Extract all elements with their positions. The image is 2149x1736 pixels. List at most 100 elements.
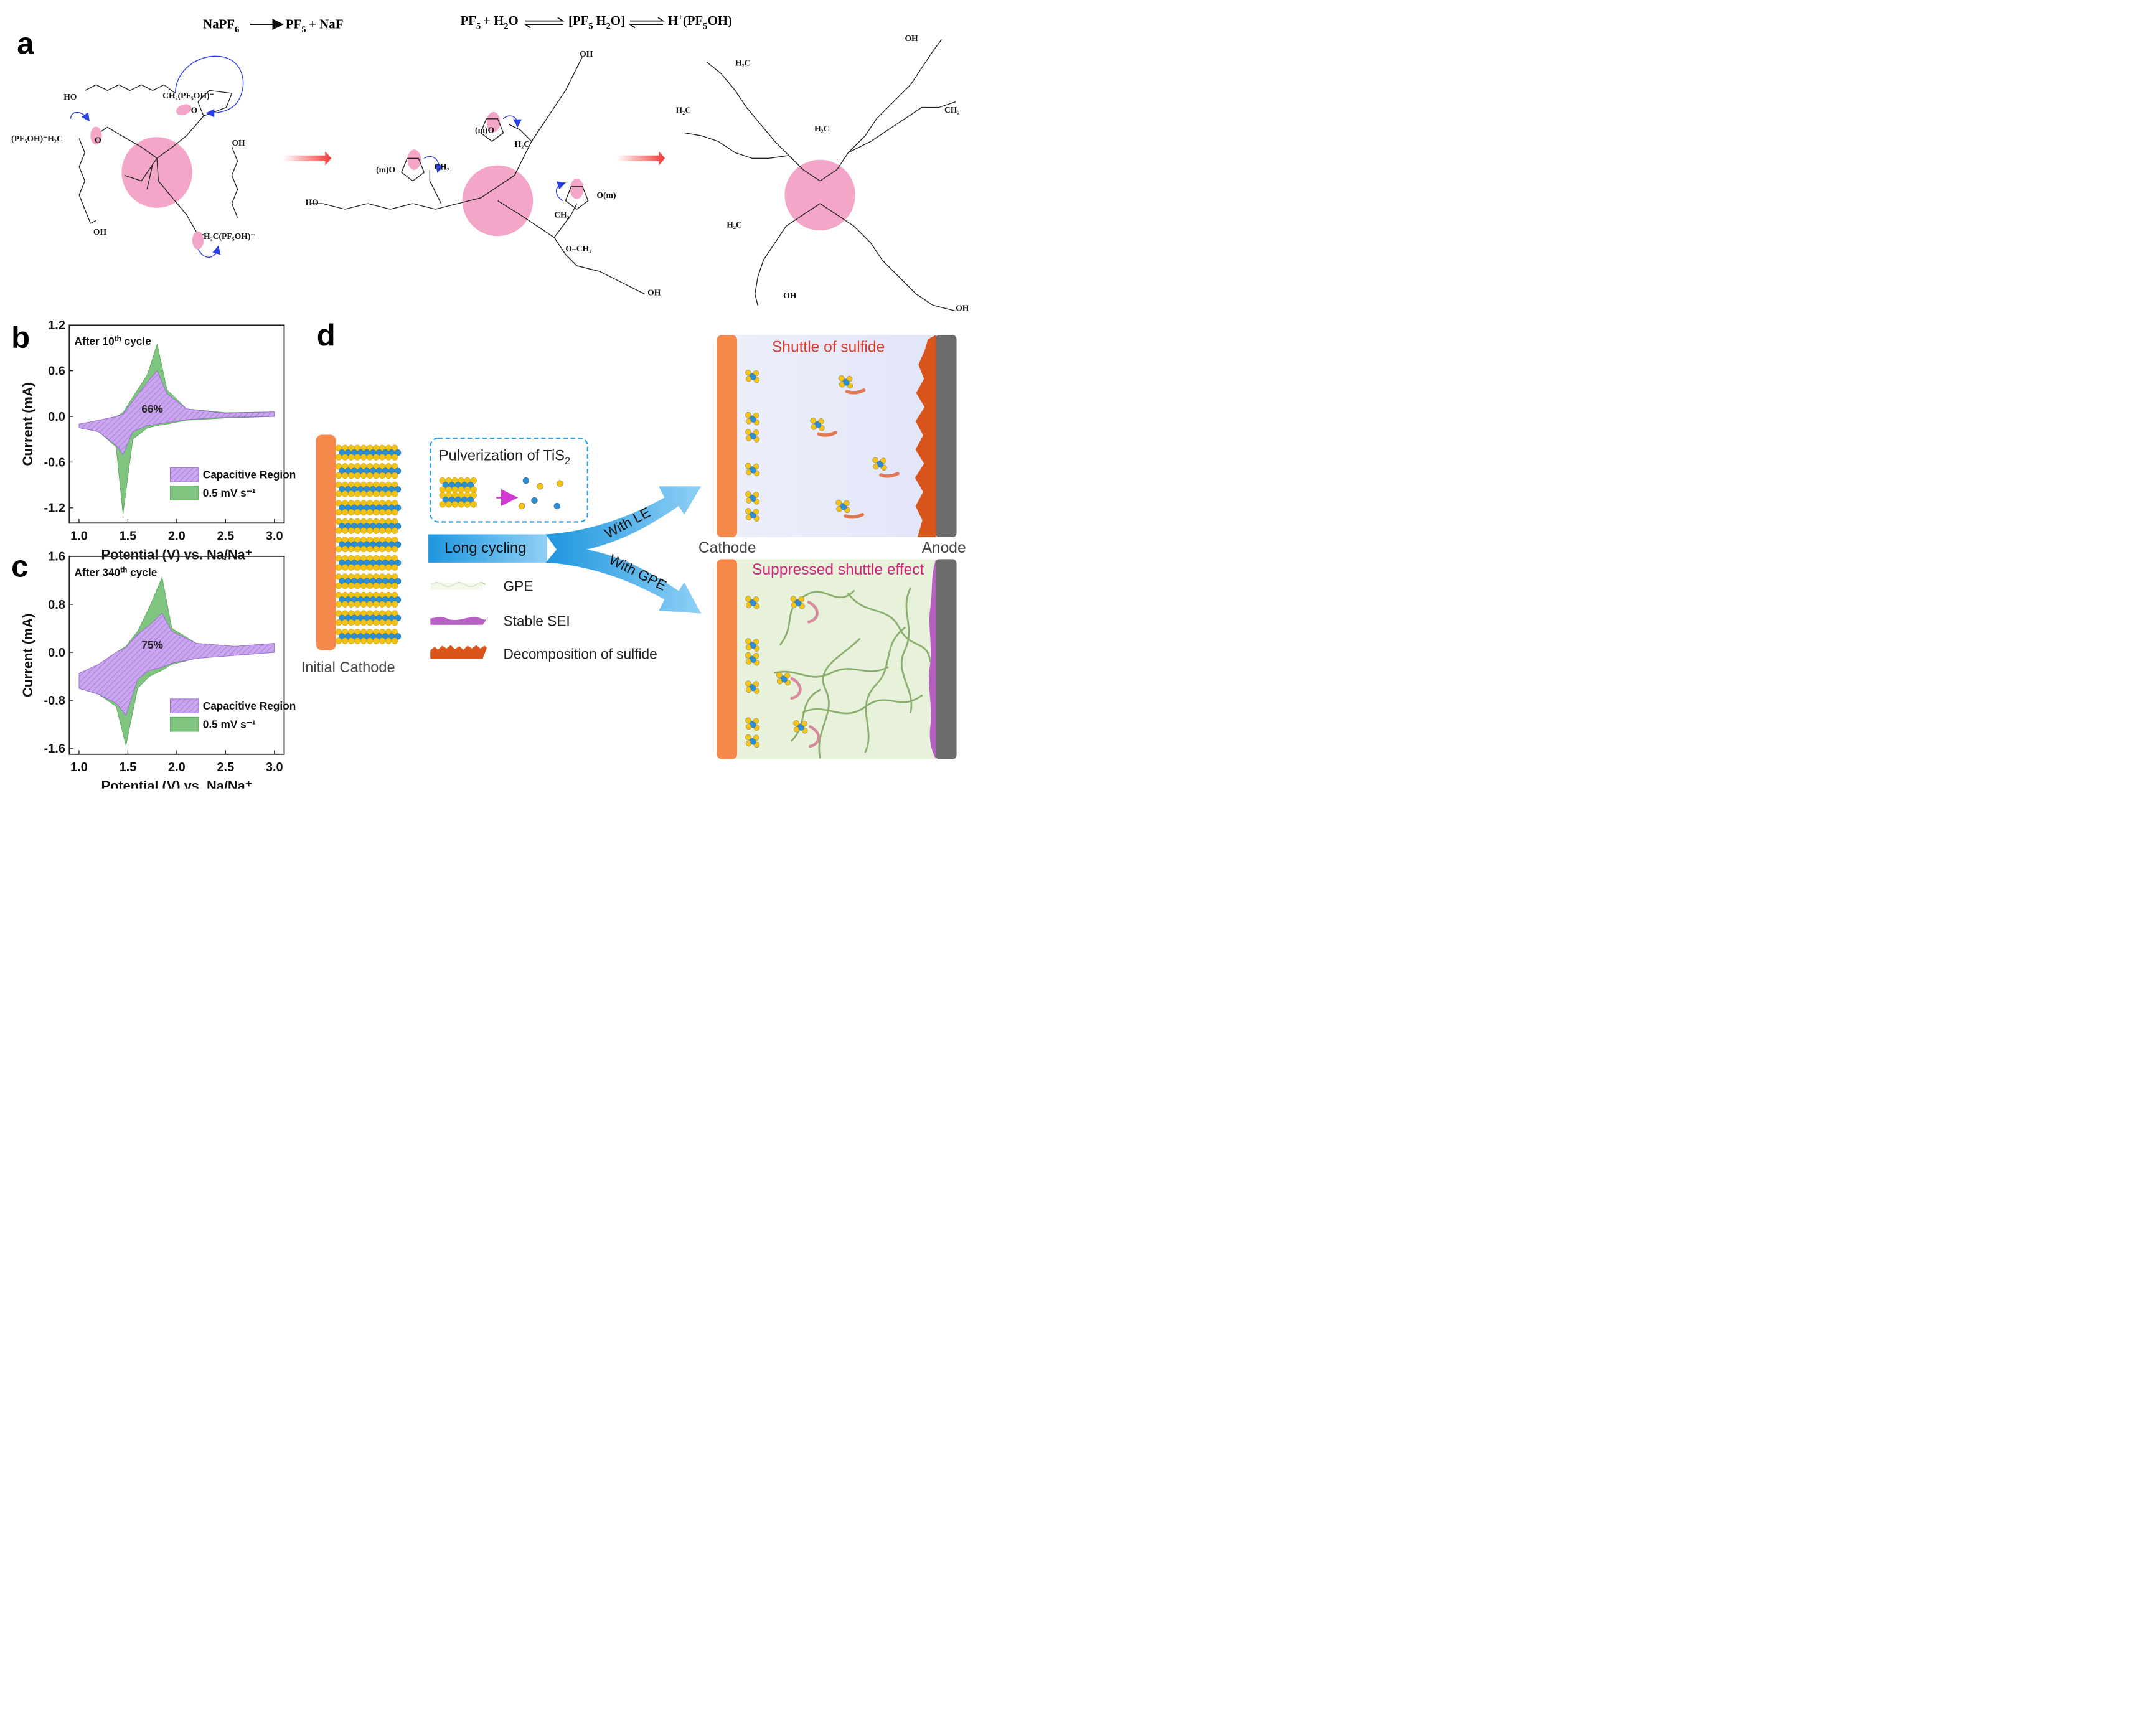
tis2-layer — [335, 628, 402, 644]
eq2-oh: OH) — [708, 13, 732, 28]
sulfide-cluster — [776, 672, 791, 686]
polymer-chain — [791, 688, 821, 742]
svg-text:OH: OH — [232, 138, 245, 148]
sulfide-cluster — [745, 680, 760, 694]
with-le-arrow — [545, 486, 702, 555]
liquid-electrolyte-cell: Shuttle of sulfide — [717, 335, 957, 537]
x-tick-label: 2.0 — [168, 530, 186, 543]
sulfide-cluster — [745, 411, 760, 426]
legend-decomposition: Decomposition of sulfide — [503, 645, 657, 662]
sulfide-cluster — [745, 734, 760, 748]
y-tick-label: -0.8 — [44, 694, 65, 708]
tis2-layer-stack — [335, 444, 402, 644]
initial-cathode-label: Initial Cathode — [301, 660, 395, 676]
reaction-arrow-1 — [283, 151, 332, 166]
x-tick-label: 2.5 — [217, 530, 234, 543]
svg-text:HO: HO — [306, 197, 319, 207]
long-cycling-arrow — [428, 486, 702, 614]
panel-a-label: a — [17, 27, 34, 60]
legend-swatch-capacitive — [170, 467, 199, 482]
tis2-layer — [335, 555, 402, 571]
pulverized-fragments-icon — [518, 477, 563, 510]
tis2-layer — [335, 537, 402, 553]
panel-c-label: c — [11, 550, 28, 584]
eq1-lhs: NaPF — [203, 16, 235, 31]
sulfide-cluster — [835, 499, 850, 514]
gpe-polymer-chains — [774, 587, 931, 759]
y-axis-label: Current (mA) — [20, 382, 35, 466]
legend-swatch-scan-rate — [170, 486, 199, 500]
sulfide-cluster — [745, 652, 760, 666]
svg-text:NaPF6: NaPF6 — [203, 16, 239, 34]
panel-b-label: b — [11, 321, 30, 355]
x-axis-label: Potential (V) vs. Na/Na⁺ — [101, 547, 252, 562]
gel-polymer-electrolyte-cell: Suppressed shuttle effect — [717, 559, 957, 759]
capacitive-region-area — [78, 612, 275, 716]
y-tick-label: 0.0 — [48, 646, 65, 660]
svg-text:H+(PF5OH)−: H+(PF5OH)− — [668, 12, 737, 32]
polymer-chain — [901, 587, 913, 713]
gpe-anode — [935, 559, 957, 759]
eq1-rhs-sub: 5 — [301, 25, 306, 35]
panel-d-schematic: d Initial Cathode Pulverization of TiS2 … — [301, 319, 966, 759]
svg-text:O–CH₂: O–CH₂ — [565, 244, 591, 253]
sulfide-cluster — [745, 717, 760, 731]
legend-stable-sei: Stable SEI — [503, 613, 570, 629]
svg-text:H₂C: H₂C — [735, 58, 750, 67]
sulfide-cluster — [793, 720, 808, 734]
le-anode — [935, 335, 957, 537]
fragment-atom — [537, 483, 543, 490]
le-sulfide-particles — [745, 369, 900, 522]
le-sulfide-decomposition — [915, 335, 936, 537]
svg-text:(PF₅OH)⁻H₂C: (PF₅OH)⁻H₂C — [11, 134, 63, 144]
svg-text:OH: OH — [956, 304, 969, 313]
equilibrium-arrow-1 — [523, 17, 565, 29]
shuttle-title: Shuttle of sulfide — [772, 339, 885, 355]
eq2-sup: + — [678, 12, 683, 22]
shuttle-arrow — [879, 472, 900, 478]
x-tick-label: 2.5 — [217, 761, 234, 774]
equation-1: NaPF6 PF5+ NaF — [203, 16, 343, 34]
equation-2: PF5+ H2O [PF5H2O] H+(PF5OH)− — [460, 12, 737, 32]
pulverization-box — [430, 437, 588, 523]
eq2-h: H — [596, 13, 606, 28]
fragment-atom — [557, 480, 563, 487]
sulfide-cluster — [838, 375, 853, 389]
cathode-label: Cathode — [698, 540, 756, 556]
eq2-pf: PF — [460, 13, 476, 28]
capacitive-percent-label: 75% — [141, 639, 163, 651]
y-tick-label: -0.6 — [44, 456, 65, 469]
tis2-layer — [335, 610, 402, 626]
suppressed-title: Suppressed shuttle effect — [752, 561, 924, 578]
polymer-chain — [779, 589, 855, 645]
core-circle-1 — [121, 137, 192, 208]
long-cycling-label: Long cycling — [444, 540, 526, 556]
blocked-shuttle-arrow — [807, 601, 819, 624]
y-tick-label: 0.0 — [48, 410, 65, 424]
pulverization-title: Pulverization of TiS2 — [439, 448, 570, 466]
eq1-rhs: PF — [286, 16, 302, 31]
tis2-layer — [335, 500, 402, 516]
y-axis-label: Current (mA) — [20, 614, 35, 697]
panel-d-legend: GPE Stable SEI Decomposition of sulfide — [430, 578, 657, 662]
svg-text:CH₂: CH₂ — [434, 162, 449, 172]
legend-label-capacitive: Capacitive Region — [203, 469, 296, 481]
legend-swatch-capacitive — [170, 698, 199, 713]
svg-text:OH: OH — [905, 34, 918, 43]
structure-1: HO CH₂(PF₅OH)⁻ (PF₅OH)⁻H₂C OH OH H₂C(PF₅… — [11, 55, 255, 258]
polymer-chain — [818, 638, 861, 759]
equilibrium-arrow-2 — [628, 17, 665, 29]
svg-text:HO: HO — [63, 92, 77, 101]
svg-text:OH: OH — [93, 227, 107, 237]
panel-a-reaction-scheme: a NaPF6 PF5+ NaF PF5+ H2O [PF5H2O] H+(PF… — [11, 12, 969, 313]
sulfide-cluster — [810, 418, 825, 431]
gpe-cathode — [717, 559, 738, 759]
gpe-stable-sei — [929, 559, 936, 759]
eq2-sub: 5 — [703, 21, 707, 31]
svg-text:CH₂(PF₅OH)⁻: CH₂(PF₅OH)⁻ — [162, 91, 214, 101]
y-tick-label: 1.2 — [48, 319, 65, 332]
y-tick-label: -1.6 — [44, 742, 65, 756]
sulfide-cluster — [745, 429, 760, 443]
svg-text:H₂C(PF₅OH)⁻: H₂C(PF₅OH)⁻ — [204, 232, 255, 242]
